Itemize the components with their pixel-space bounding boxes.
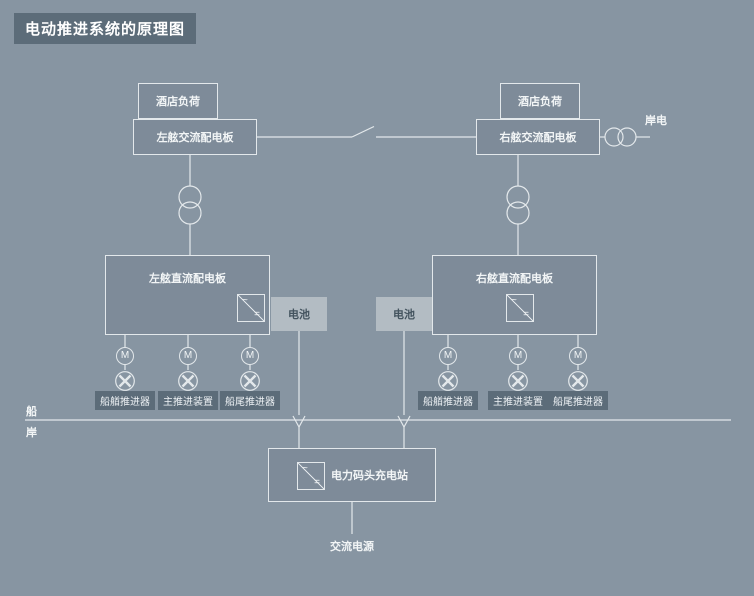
inverter-left-icon: ~ =: [237, 294, 265, 322]
inverter-ac-symbol: ~: [302, 463, 308, 474]
switch-icon: [351, 125, 375, 138]
shore-side-label: 岸: [26, 427, 37, 439]
hotel-load-right-box: 酒店负荷: [500, 83, 580, 119]
inverter-right-icon: ~ =: [506, 294, 534, 322]
thruster-label: 船艏推进器: [418, 391, 478, 410]
dc-switchboard-right-box: 右舷直流配电板 ~ =: [432, 255, 597, 335]
charging-station-inverter-icon: ~ =: [297, 462, 325, 490]
plug-connector-right-icon: [397, 415, 411, 429]
ac-switchboard-left-box: 左舷交流配电板: [133, 119, 257, 155]
motor-symbol: M: [116, 347, 134, 365]
motor-symbol: M: [241, 347, 259, 365]
ac-bus-line: [257, 125, 476, 138]
inverter-dc-symbol: =: [254, 309, 260, 320]
dc-switchboard-left-box: 左舷直流配电板 ~ =: [105, 255, 270, 335]
battery-right-box: 电池: [376, 297, 432, 331]
shore-transformer-icon: [604, 127, 624, 147]
inverter-dc-symbol: =: [523, 309, 529, 320]
propeller-icon: [115, 371, 135, 391]
ac-source-label: 交流电源: [330, 541, 374, 553]
inverter-ac-symbol: ~: [242, 295, 248, 306]
charging-station-box: ~ = 电力码头充电站: [268, 448, 436, 502]
charging-station-label: 电力码头充电站: [331, 470, 408, 482]
propeller-icon: [240, 371, 260, 391]
ac-switchboard-right-box: 右舷交流配电板: [476, 119, 600, 155]
motor-symbol: M: [509, 347, 527, 365]
inverter-dc-symbol: =: [314, 477, 320, 488]
inverter-ac-symbol: ~: [511, 295, 517, 306]
motor-symbol: M: [179, 347, 197, 365]
dc-switchboard-right-label: 右舷直流配电板: [476, 273, 553, 285]
transformer-right-icon: [506, 155, 530, 255]
shore-connection: [600, 127, 650, 147]
propeller-icon: [438, 371, 458, 391]
motor-symbol: M: [439, 347, 457, 365]
charging-feeders: [292, 331, 411, 448]
propeller-icon: [568, 371, 588, 391]
plug-connector-left-icon: [292, 415, 306, 429]
thruster-label: 主推进装置: [488, 391, 548, 410]
thruster-label: 船尾推进器: [220, 391, 280, 410]
battery-left-box: 电池: [271, 297, 327, 331]
thruster-label: 主推进装置: [158, 391, 218, 410]
hotel-load-left-box: 酒店负荷: [138, 83, 218, 119]
motor-stems: [124, 335, 579, 370]
thruster-label: 船尾推进器: [548, 391, 608, 410]
propeller-icon: [178, 371, 198, 391]
page-title: 电动推进系统的原理图: [14, 13, 197, 44]
propeller-icon: [508, 371, 528, 391]
shore-power-label: 岸电: [645, 115, 667, 127]
motor-symbol: M: [569, 347, 587, 365]
dc-switchboard-left-label: 左舷直流配电板: [149, 273, 226, 285]
transformer-left-icon: [178, 155, 202, 255]
ship-side-label: 船: [26, 406, 37, 418]
thruster-label: 船艏推进器: [95, 391, 155, 410]
